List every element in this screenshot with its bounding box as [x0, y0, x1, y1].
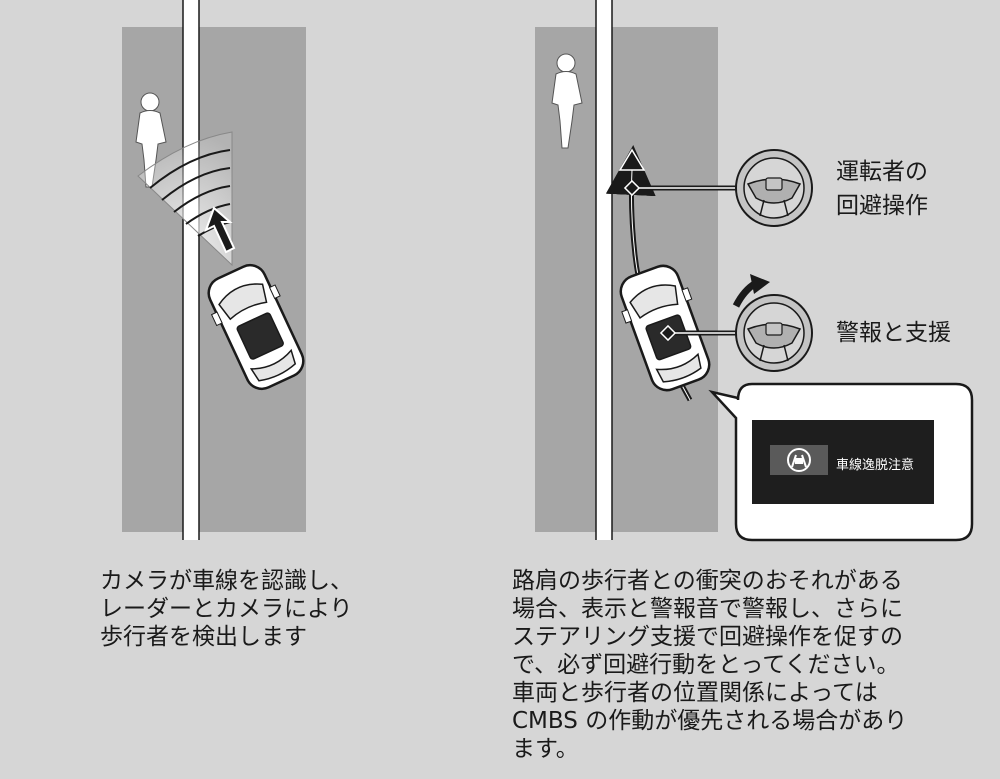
steering-wheel-icon — [735, 149, 813, 227]
warning-assist-label: 警報と支援 — [836, 320, 951, 346]
display-callout — [708, 382, 974, 542]
steering-wheel-assist-icon — [735, 294, 813, 372]
display-message: 車線逸脱注意 — [836, 458, 915, 473]
path-arrowhead-icon — [618, 148, 646, 171]
lane-departure-icon — [787, 448, 811, 472]
pedestrian-icon — [551, 53, 583, 149]
driver-avoidance-label: 運転者の 回避操作 — [836, 159, 928, 219]
pedestrian-icon — [135, 92, 167, 188]
sensor-range-icon — [137, 131, 233, 267]
right-lane-line — [596, 0, 612, 540]
left-scene — [122, 0, 306, 540]
forward-arrow-icon — [204, 206, 236, 254]
vehicle-icon — [207, 263, 305, 391]
right-scene — [535, 0, 974, 542]
right-caption: 路肩の歩行者との衝突のおそれがある 場合、表示と警報音で警報し、さらに ステアリ… — [512, 568, 908, 762]
left-caption: カメラが車線を認識し、 レーダーとカメラにより 歩行者を検出します — [100, 568, 353, 650]
left-lane-line — [183, 0, 199, 540]
